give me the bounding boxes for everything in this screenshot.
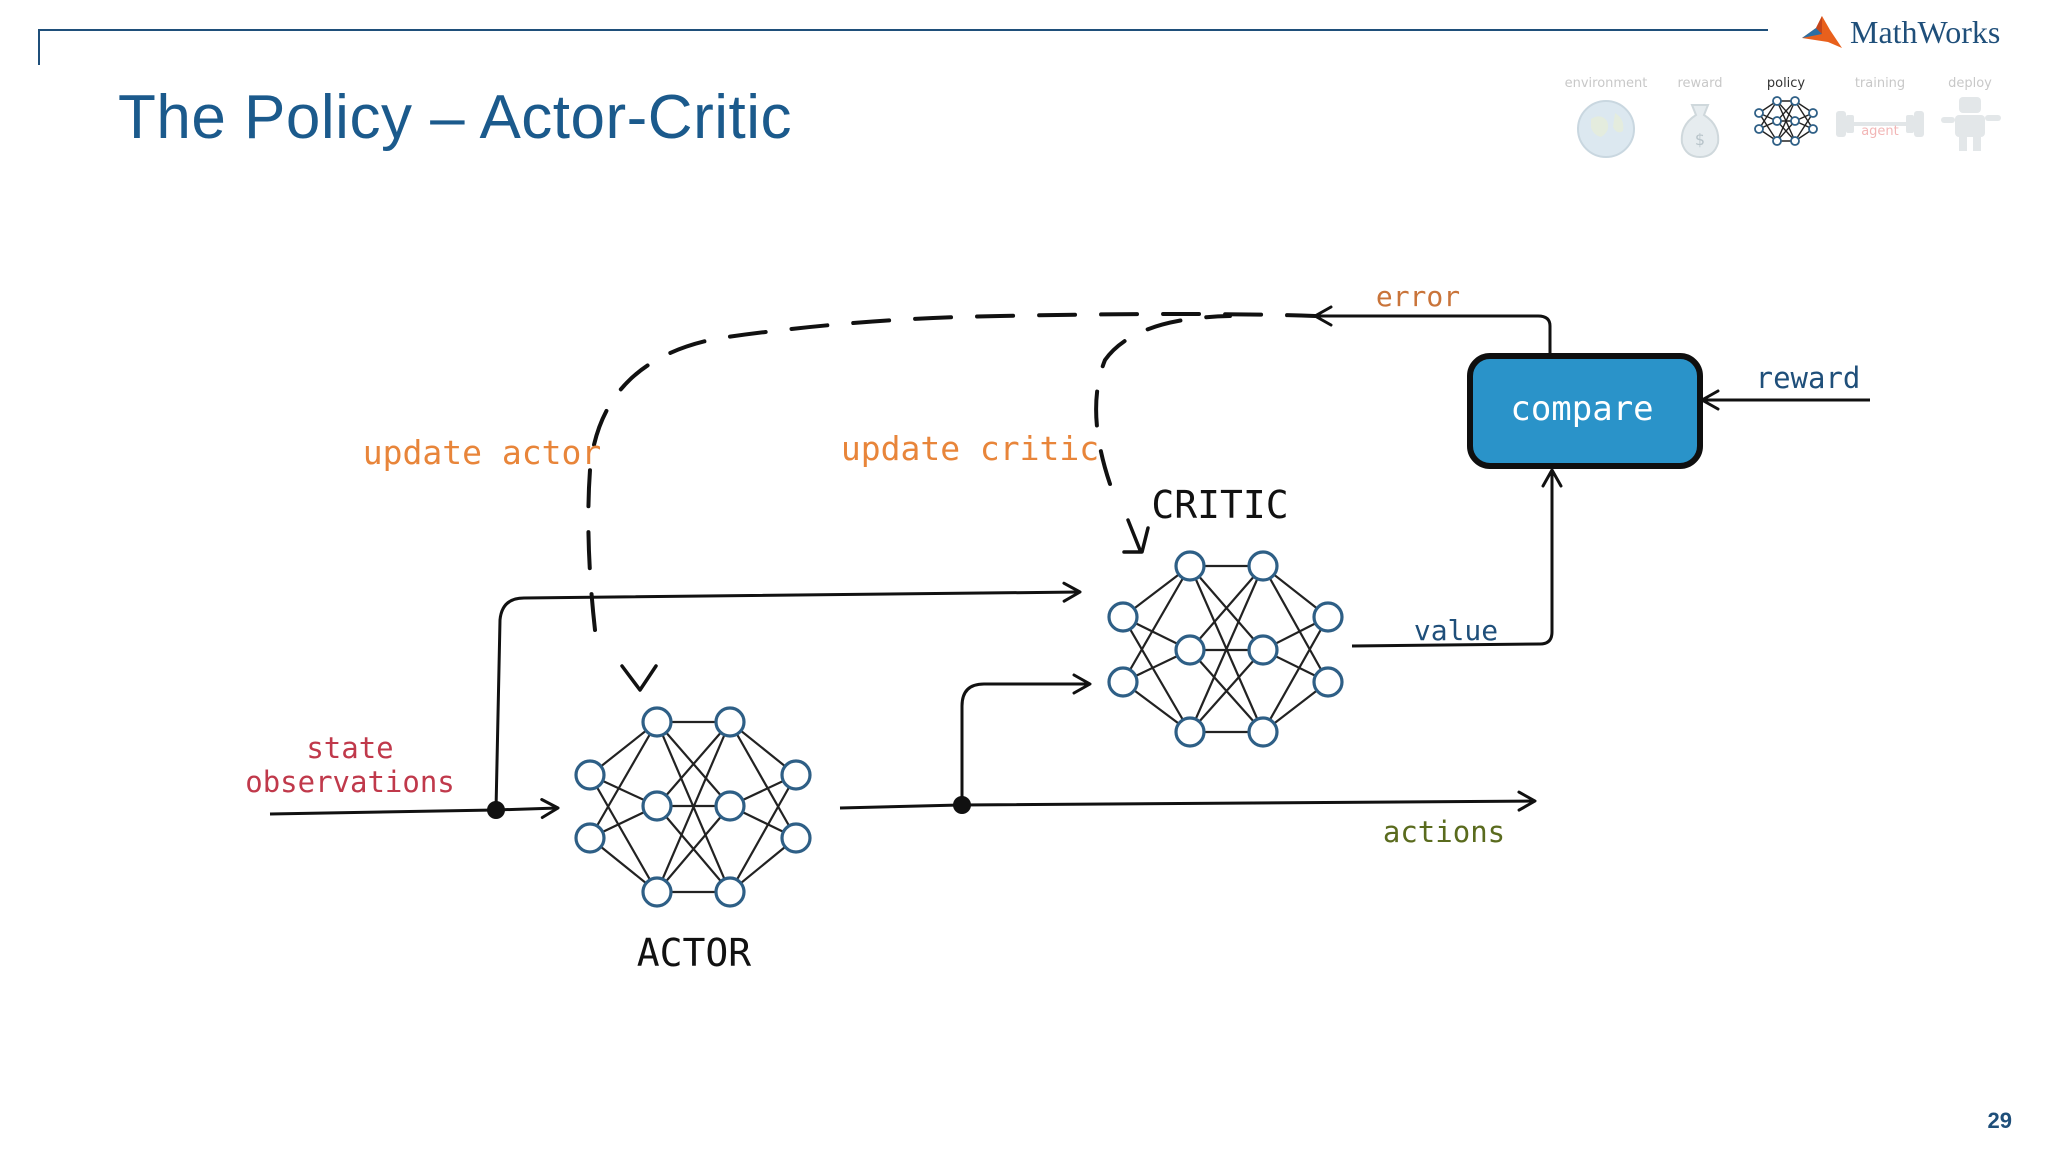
error-arrow [1313,305,1552,354]
update-critic-label: update critic [841,429,1099,468]
brand-name: MathWorks [1850,13,2001,50]
state-input-arrow [269,798,560,820]
nav-label-training: training [1854,76,1906,91]
nav-item-environment[interactable]: environment [1560,76,1652,165]
barbell-icon: agent [1836,111,1924,139]
state-to-critic-arrow [494,581,1082,811]
progress-nav: environment reward $ policy [1560,76,2010,176]
compare-block[interactable]: compare [1467,353,1703,469]
globe-icon [1577,100,1635,158]
update-actor-arrowhead [620,664,658,692]
actions-junction-dot [953,796,971,814]
training-agent-label: agent [1861,124,1899,139]
nav-item-deploy[interactable]: deploy [1930,76,2010,157]
state-label-line2: observations [245,765,455,799]
nav-label-environment: environment [1564,76,1648,91]
nav-label-policy: policy [1766,76,1806,91]
actions-arrow [839,790,1537,812]
actions-label: actions [1383,815,1505,849]
critic-network [1107,550,1344,748]
error-label: error [1376,280,1460,313]
membrane-logo-icon [1802,16,1842,48]
actor-label: ACTOR [637,931,752,975]
state-junction-dot [487,801,505,819]
neural-network-icon [1754,96,1818,146]
header-rule [38,29,1768,31]
reward-label: reward [1756,361,1861,395]
nav-label-deploy: deploy [1948,76,1992,91]
page-number: 29 [1987,1108,2012,1133]
actions-to-critic-arrow [960,673,1092,805]
page-title: The Policy – Actor-Critic [118,83,793,152]
robot-icon [1941,97,2001,151]
update-critic-dashed-path [1094,314,1232,486]
compare-label: compare [1510,389,1653,429]
money-bag-icon: $ [1680,104,1720,159]
nav-item-policy[interactable]: policy [1746,76,1826,155]
update-actor-label: update actor [363,433,601,472]
nav-item-training[interactable]: training agent [1830,76,1930,155]
update-critic-arrowhead [1122,518,1150,554]
mathworks-logo: MathWorks [1800,12,2000,52]
nav-label-reward: reward [1677,76,1723,91]
svg-text:$: $ [1695,130,1705,149]
update-actor-dashed-path [586,312,1317,632]
critic-label: CRITIC [1151,483,1288,527]
value-label: value [1414,614,1498,647]
state-label-line1: state [306,731,393,765]
header-rule-tick [38,29,40,65]
actor-network [574,706,812,908]
nav-item-reward[interactable]: reward $ [1660,76,1740,165]
value-arrow [1351,468,1563,648]
